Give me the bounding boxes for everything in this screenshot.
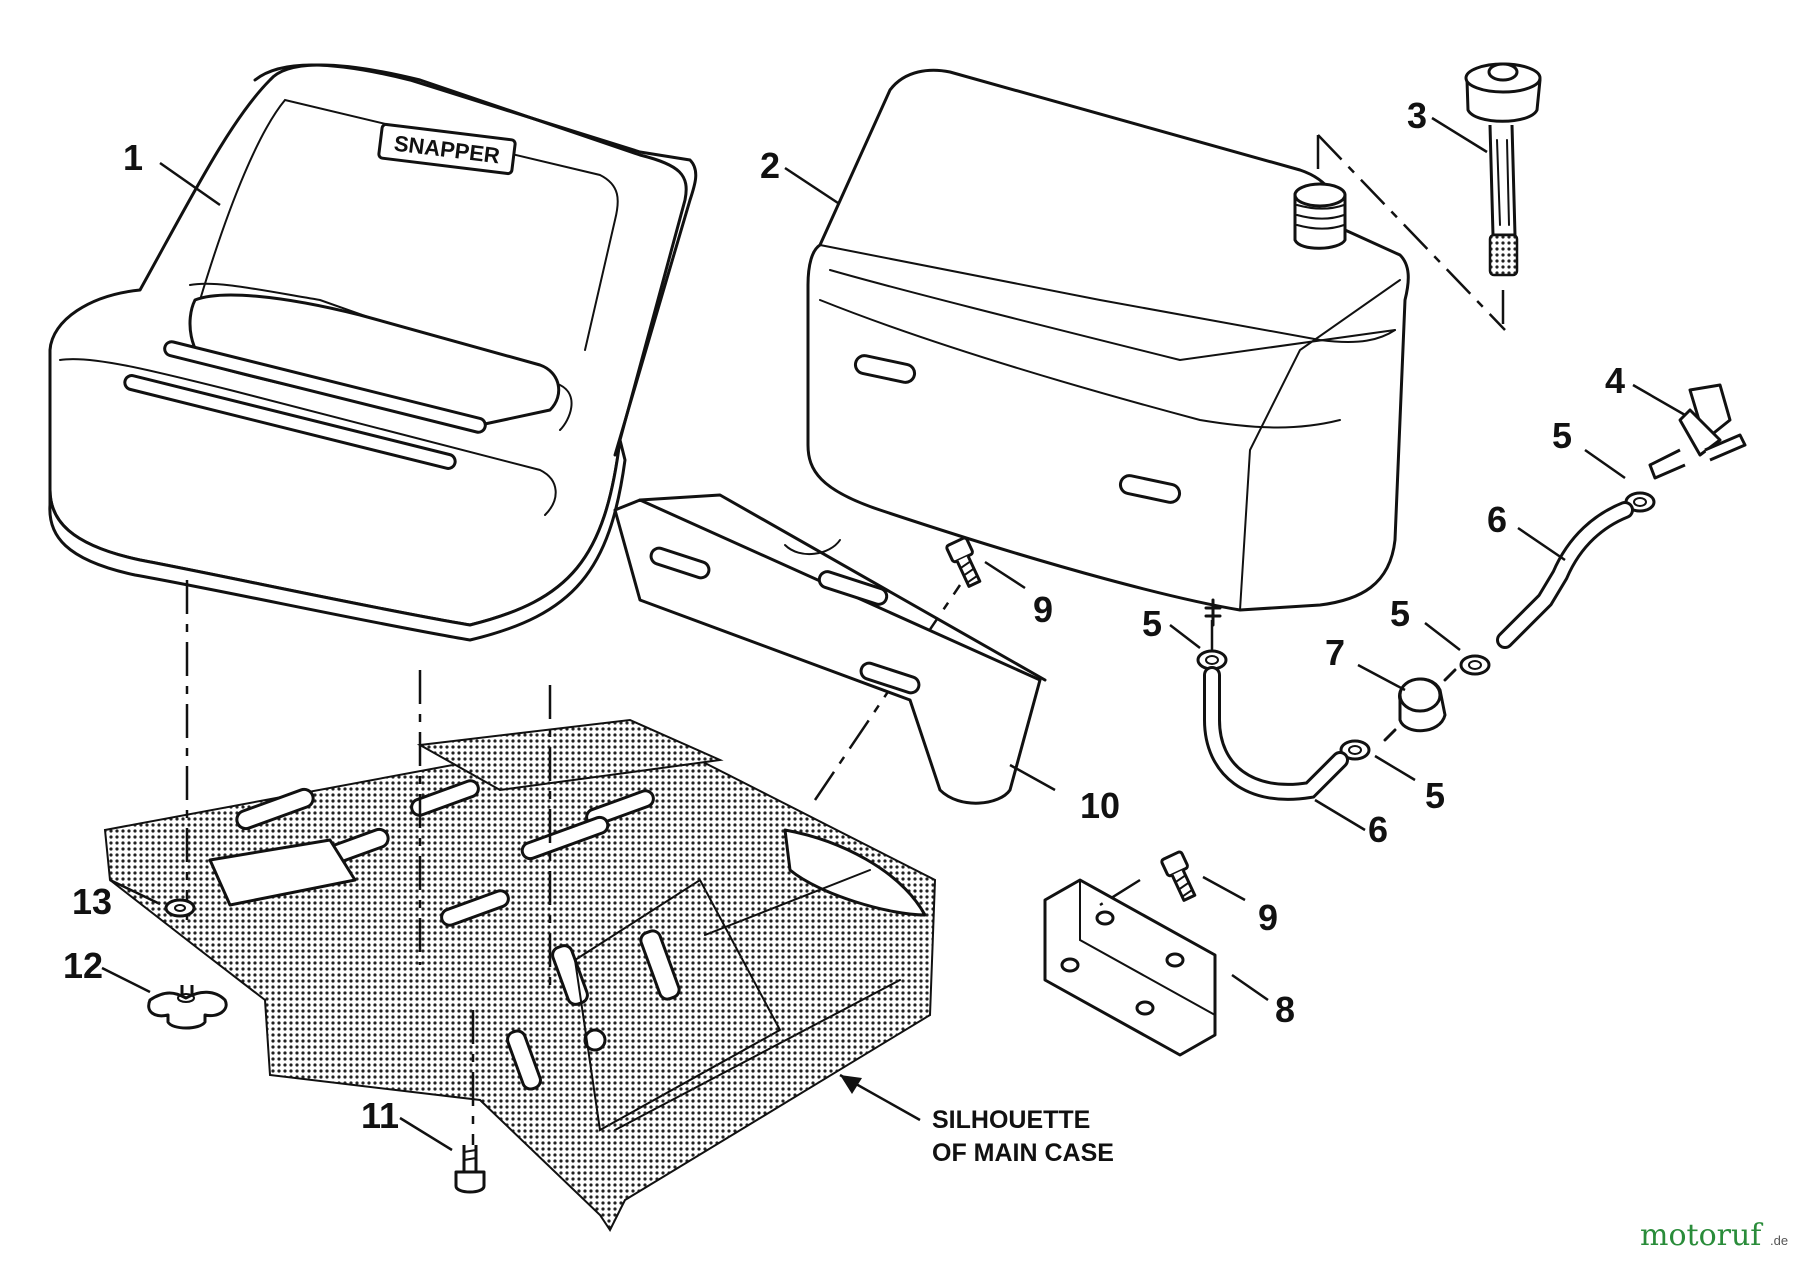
- callout-6-lower: 6: [1368, 809, 1388, 850]
- shutoff-valve: [1648, 383, 1747, 480]
- callout-10: 10: [1080, 785, 1120, 826]
- tank-bracket: [1043, 878, 1217, 1057]
- silhouette-note: SILHOUETTE OF MAIN CASE: [932, 1106, 1114, 1167]
- note-line-1: SILHOUETTE: [932, 1106, 1090, 1134]
- callout-5-valve: 5: [1552, 415, 1572, 456]
- watermark-suffix: .de: [1770, 1233, 1788, 1248]
- fuel-cap-gauge: [1464, 62, 1542, 277]
- main-case-silhouette: [103, 718, 937, 1232]
- callout-3: 3: [1407, 95, 1427, 136]
- seat-washer: [164, 898, 196, 918]
- fuel-tank: [806, 68, 1410, 627]
- callout-12: 12: [63, 945, 103, 986]
- bolts: [454, 536, 1197, 1194]
- leader-lines: [101, 116, 1686, 1152]
- callout-8: 8: [1275, 989, 1295, 1030]
- seat: SNAPPER: [48, 63, 698, 920]
- fuel-hoses: [1203, 501, 1634, 801]
- callout-numbers: 1 2 3 4 5 5 5 5 6 6 7 8 9 9 10 11 12 13: [63, 95, 1625, 1136]
- callout-11: 11: [361, 1095, 399, 1136]
- callout-5-tank: 5: [1142, 603, 1162, 644]
- callout-4: 4: [1605, 360, 1625, 401]
- callout-6-upper: 6: [1487, 499, 1507, 540]
- callout-1: 1: [123, 137, 143, 178]
- callout-9-lower: 9: [1258, 897, 1278, 938]
- hose-clamps: [1196, 491, 1656, 761]
- fuel-filter: [1383, 668, 1457, 742]
- seat-knob: [147, 985, 228, 1030]
- callout-7: 7: [1325, 632, 1345, 673]
- callout-2: 2: [760, 145, 780, 186]
- note-line-2: OF MAIN CASE: [932, 1139, 1114, 1167]
- callout-9-upper: 9: [1033, 589, 1053, 630]
- tank-dashed-lines: [1210, 134, 1506, 650]
- callout-5-filter-top: 5: [1390, 593, 1410, 634]
- watermark-name: motoruf: [1640, 1218, 1763, 1253]
- watermark: motoruf .de: [1640, 1218, 1788, 1253]
- callout-13: 13: [72, 881, 112, 922]
- seat-bracket: [613, 493, 1047, 805]
- callout-5-filter-bottom: 5: [1425, 775, 1445, 816]
